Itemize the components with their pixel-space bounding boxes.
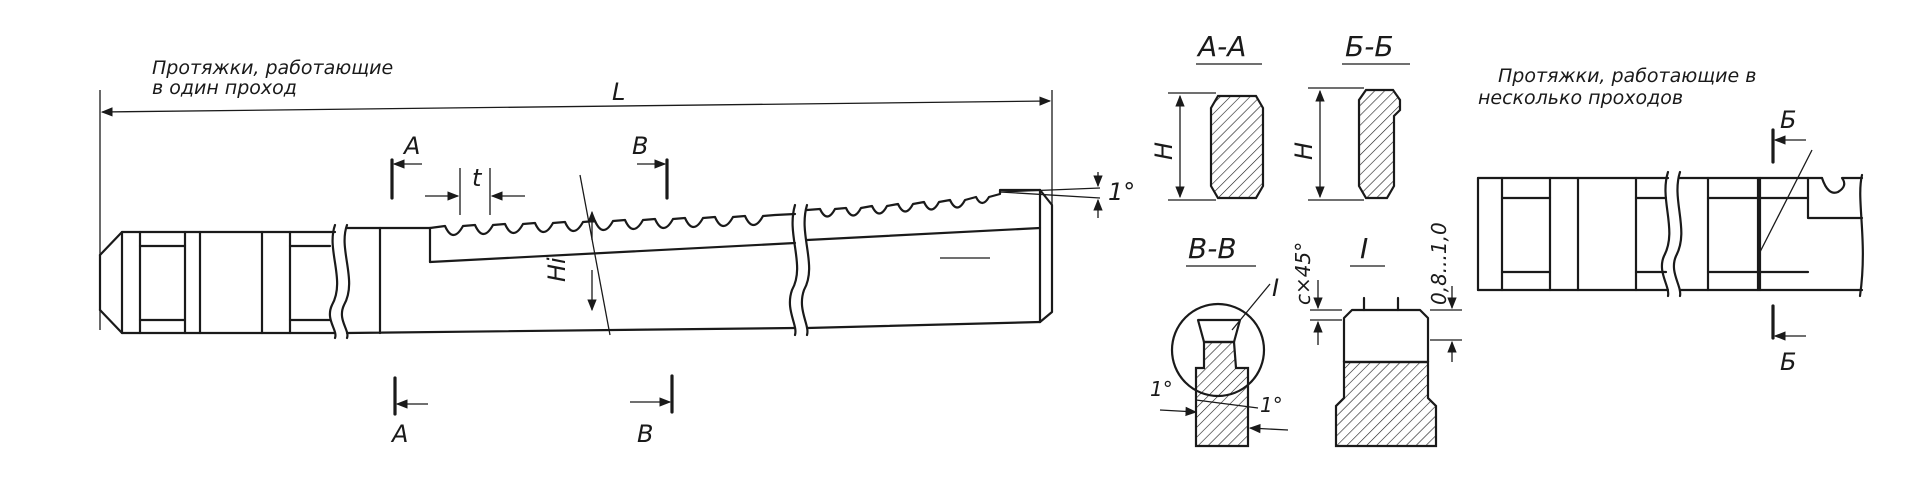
section-bb-view: Б-Б H — [1290, 30, 1410, 201]
detail-i-title: I — [1360, 232, 1368, 265]
tooth-root-line-left — [428, 241, 797, 264]
tooth-root-line-right — [805, 226, 1042, 242]
angle-line-a — [999, 187, 1101, 193]
detail-i-profile — [1334, 360, 1438, 448]
mp-step — [1806, 176, 1864, 220]
teeth-profile-left — [428, 212, 797, 237]
label-length: L — [612, 78, 625, 106]
label-gap: 0,8...1,0 — [1427, 222, 1451, 305]
mp-tooth — [1820, 176, 1864, 194]
teeth-profile-right — [805, 188, 1042, 218]
body-bottom-right — [805, 320, 1042, 330]
vv-tooth-top — [1196, 318, 1242, 344]
angle-line-b — [999, 191, 1101, 199]
section-bb-profile — [1357, 88, 1402, 200]
label-marker-a-bottom: А — [390, 420, 408, 448]
section-aa-view: А-А H — [1150, 30, 1265, 201]
label-detail-marker: I — [1272, 274, 1279, 302]
note-multi-pass-2: несколько проходов — [1478, 87, 1683, 109]
section-bb-title: Б-Б — [1345, 30, 1394, 63]
label-chamfer: c×45° — [1291, 242, 1315, 305]
section-aa-title: А-А — [1196, 30, 1246, 63]
break-line-4 — [800, 203, 811, 337]
break-line-2 — [340, 223, 351, 340]
note-single-pass-2: в один проход — [152, 77, 297, 99]
length-dimension-line — [100, 96, 1052, 117]
label-marker-v-bottom: В — [637, 420, 653, 448]
hi-leader-line — [579, 174, 611, 336]
label-pitch: t — [472, 164, 483, 192]
detail-i-view: I c×45° 0,8...1,0 — [1291, 222, 1462, 448]
multi-pass-broach-view: Протяжки, работающие в несколько проходо… — [1476, 65, 1864, 376]
vv-profile — [1194, 340, 1250, 448]
label-vv-angle-right: 1° — [1260, 393, 1283, 417]
label-vv-angle-left: 1° — [1150, 377, 1173, 401]
label-angle-main: 1° — [1108, 178, 1135, 206]
section-vv-view: В-В I 1° 1° — [1150, 232, 1289, 448]
note-multi-pass-1: Протяжки, работающие в — [1498, 65, 1756, 87]
mp-break-2 — [1672, 170, 1683, 298]
label-marker-a-top: А — [402, 132, 420, 160]
front-pilot-end — [1038, 188, 1054, 324]
label-height-hi: Hi — [543, 257, 571, 282]
detail-i-tooth — [1342, 308, 1430, 364]
label-height-aa: H — [1150, 142, 1178, 160]
section-aa-profile — [1209, 94, 1265, 200]
note-single-pass-1: Протяжки, работающие — [152, 57, 393, 79]
body-bottom-left — [345, 326, 797, 335]
section-vv-title: В-В — [1188, 232, 1237, 265]
label-marker-b-top: Б — [1780, 106, 1796, 134]
detail-leader — [1231, 283, 1271, 331]
label-marker-v-top: В — [632, 132, 648, 160]
break-line-3 — [788, 203, 799, 337]
main-broach-view: Протяжки, работающие в один проход L t H… — [98, 57, 1135, 448]
mp-section-leader — [1759, 149, 1813, 253]
mp-break-1 — [1660, 170, 1671, 298]
shank-top-outline — [98, 230, 337, 257]
break-line-1 — [328, 223, 339, 340]
vv-angle-arrow-left — [1159, 406, 1198, 417]
shank-bottom-outline — [98, 308, 337, 335]
mp-break-right — [1858, 173, 1864, 298]
label-height-bb: H — [1290, 142, 1318, 160]
vv-angle-arrow-right — [1248, 423, 1289, 434]
label-marker-b-bottom: Б — [1780, 348, 1796, 376]
vv-angle-line — [1195, 399, 1259, 409]
